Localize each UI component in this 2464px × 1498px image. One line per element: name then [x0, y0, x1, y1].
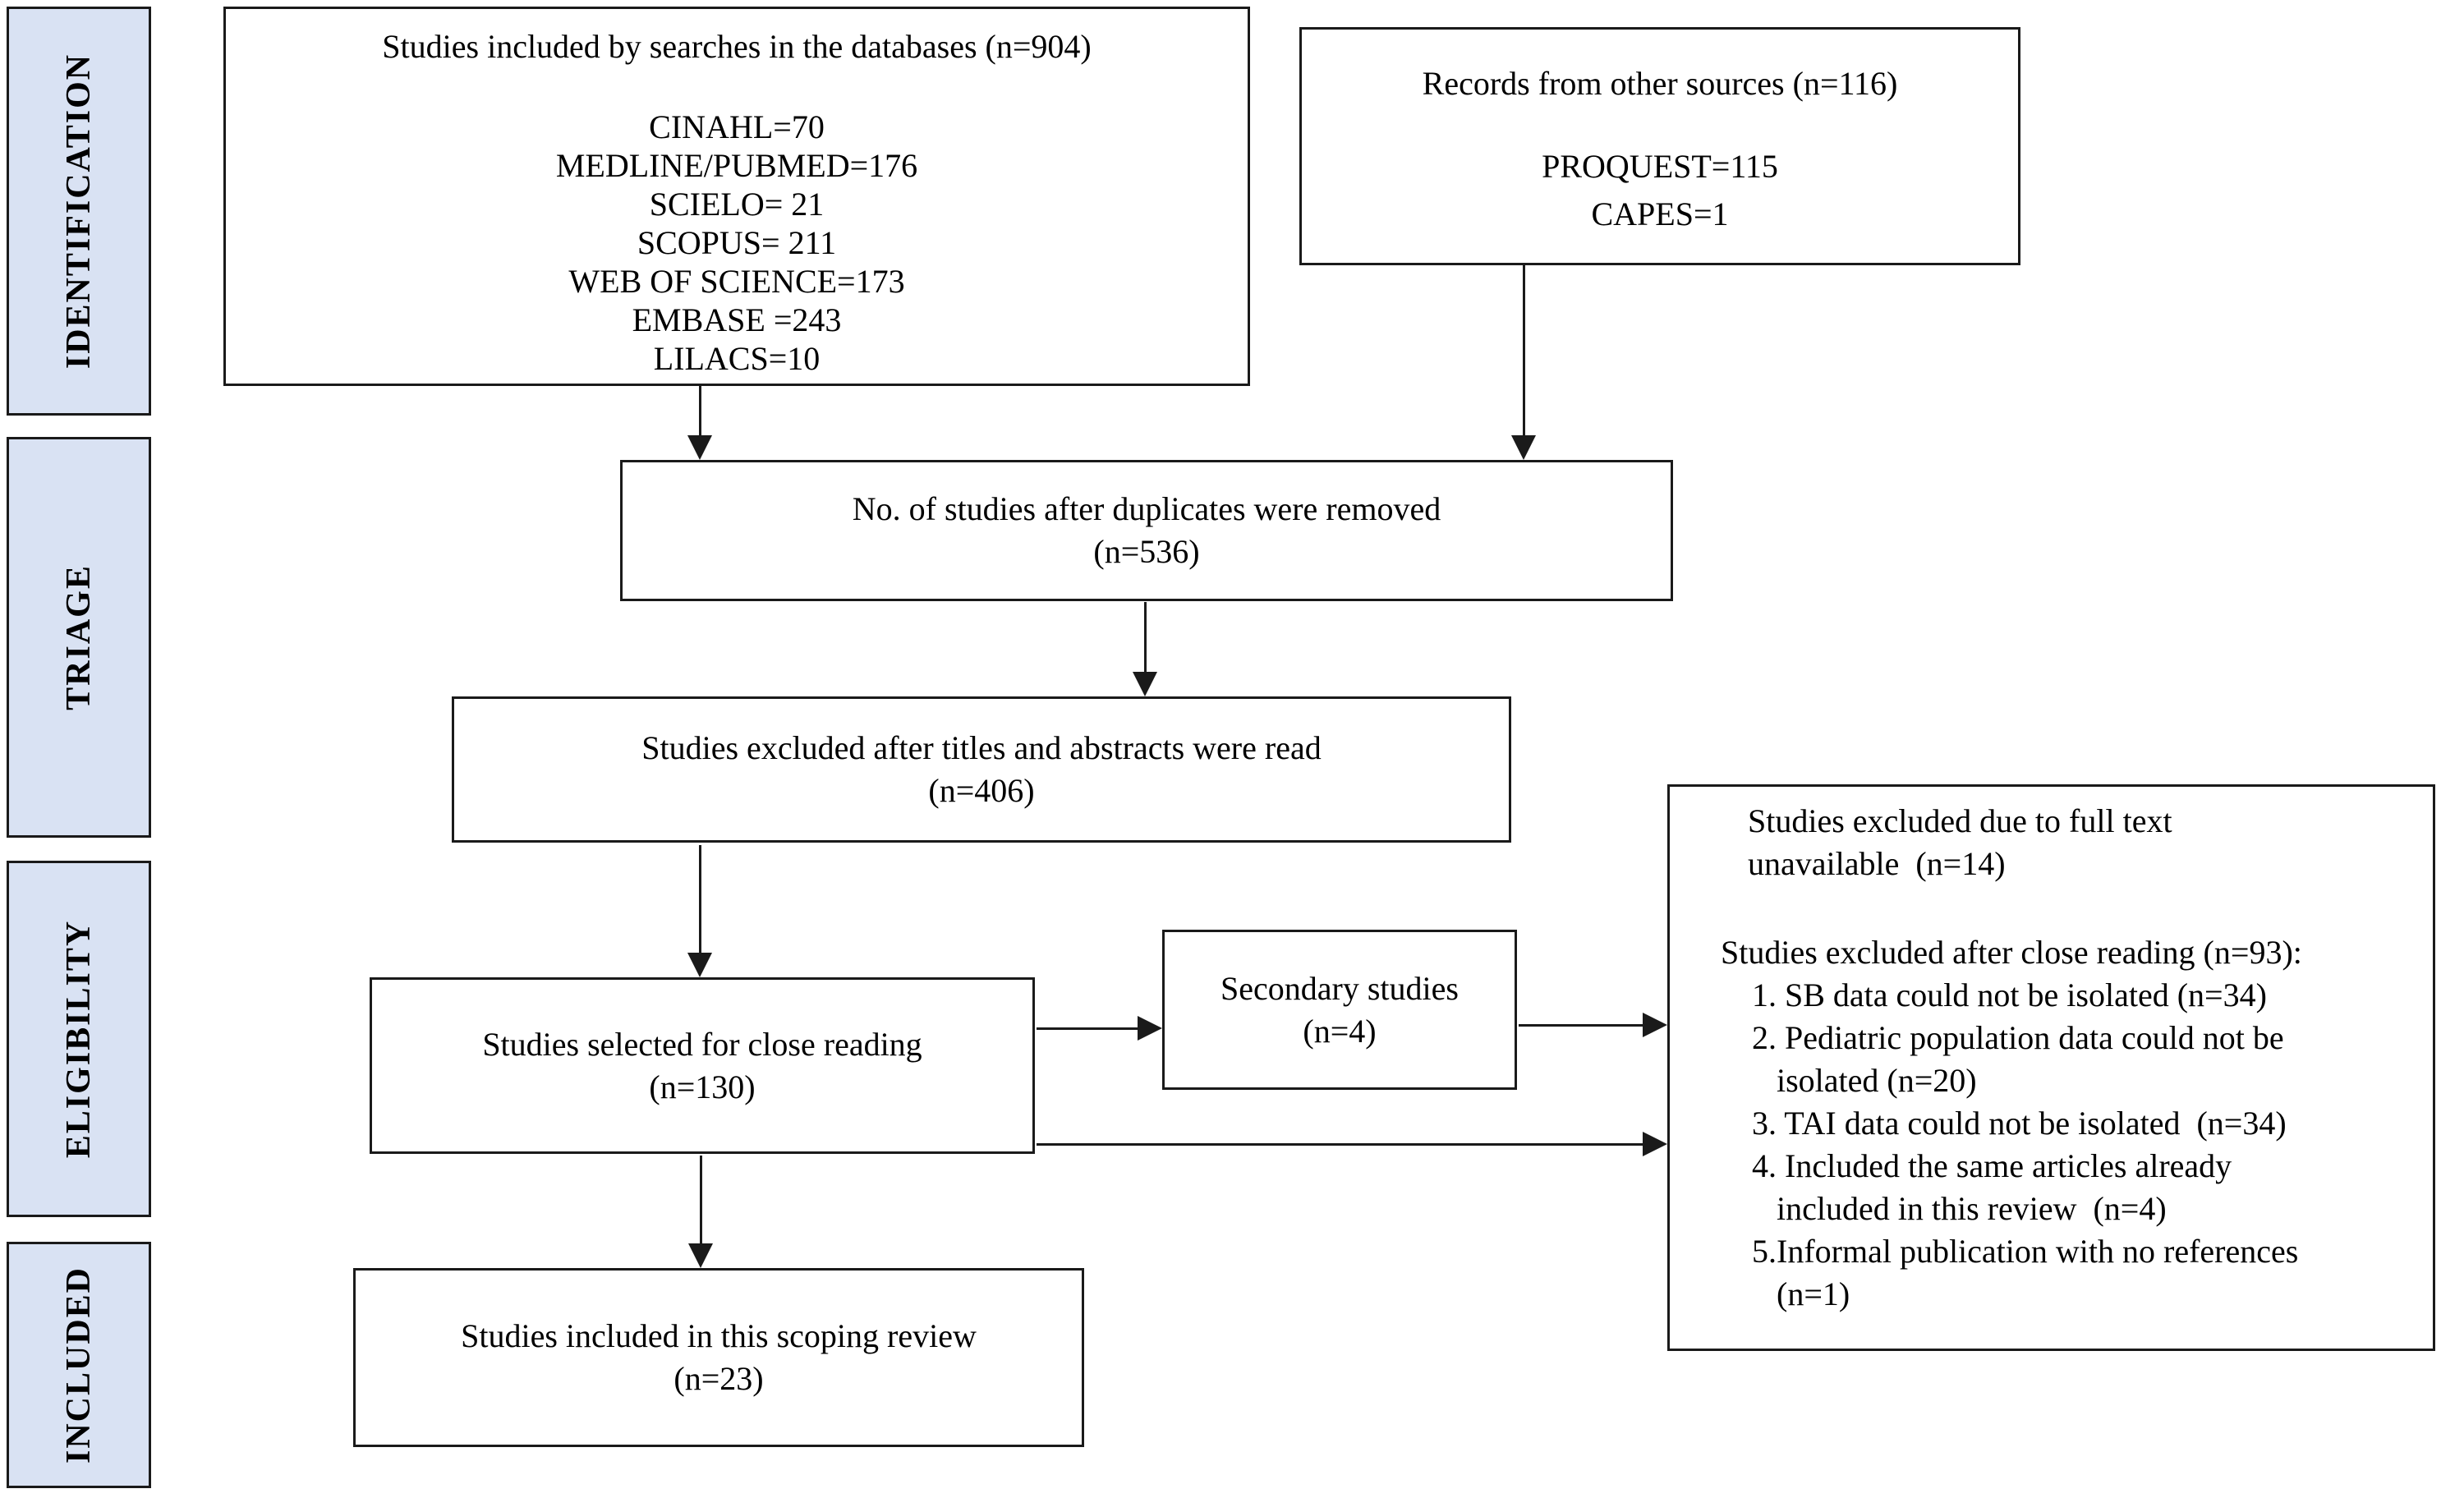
connector-close-reading-to-exclusions [1037, 1143, 1644, 1146]
secondary-line1: Secondary studies [1221, 969, 1459, 1007]
arrow-down-icon [1511, 435, 1536, 460]
flow-box-exclusion-reasons: Studies excluded due to full text unavai… [1667, 784, 2435, 1351]
databases-line-embase: EMBASE =243 [632, 301, 842, 338]
arrow-right-icon [1643, 1132, 1667, 1156]
stage-box-identification: IDENTIFICATION [7, 7, 151, 416]
exclusion-item-4: 4. Included the same articles already [1752, 1147, 2232, 1184]
exclusion-item-4-cont: included in this review (n=4) [1777, 1190, 2167, 1227]
stage-label-eligibility: ELIGIBILITY [60, 919, 99, 1159]
arrow-right-icon [1138, 1016, 1162, 1041]
stage-label-included: INCLUDED [60, 1266, 98, 1464]
databases-line-wos: WEB OF SCIENCE=173 [568, 263, 905, 300]
arrow-right-icon [1643, 1013, 1667, 1037]
connector-close-reading-to-included [700, 1156, 702, 1245]
exclusion-item-5: 5.Informal publication with no reference… [1752, 1233, 2299, 1270]
other-sources-line-capes: CAPES=1 [1591, 195, 1729, 232]
secondary-count: (n=4) [1303, 1012, 1377, 1050]
exclusion-item-2: 2. Pediatric population data could not b… [1752, 1019, 2284, 1056]
close-reading-line1: Studies selected for close reading [482, 1025, 922, 1063]
other-sources-title: Records from other sources (n=116) [1422, 65, 1898, 102]
exclusion-item-1: 1. SB data could not be isolated (n=34) [1752, 976, 2267, 1013]
connector-secondary-to-exclusions [1519, 1024, 1644, 1027]
databases-line-lilacs: LILACS=10 [653, 340, 821, 377]
databases-list: CINAHL=70 MEDLINE/PUBMED=176 SCIELO= 21 … [226, 108, 1248, 378]
arrow-down-icon [687, 435, 712, 460]
exclusion-fulltext-line1: Studies excluded due to full text [1748, 802, 2172, 839]
connector-titles-to-close-reading [699, 845, 701, 954]
databases-line-medline: MEDLINE/PUBMED=176 [555, 147, 918, 184]
flow-box-databases: Studies included by searches in the data… [223, 7, 1250, 386]
stage-box-included: INCLUDED [7, 1242, 151, 1488]
databases-line-cinahl: CINAHL=70 [649, 108, 825, 145]
flow-box-included-review: Studies included in this scoping review … [353, 1268, 1084, 1447]
title-abstract-count: (n=406) [928, 772, 1035, 809]
exclusion-item-2-cont: isolated (n=20) [1777, 1062, 1977, 1099]
databases-line-scielo: SCIELO= 21 [649, 186, 825, 223]
arrow-down-icon [687, 953, 712, 977]
other-sources-list: PROQUEST=115 CAPES=1 [1302, 143, 2018, 238]
databases-title: Studies included by searches in the data… [382, 28, 1092, 65]
close-reading-count: (n=130) [649, 1068, 756, 1105]
arrow-down-icon [688, 1243, 713, 1268]
connector-databases-to-duplicates [699, 386, 701, 437]
flow-box-duplicates-removed: No. of studies after duplicates were rem… [620, 460, 1673, 601]
exclusion-fulltext-line2: unavailable (n=14) [1748, 845, 2006, 882]
included-count: (n=23) [673, 1360, 764, 1397]
exclusion-reasons-list: 1. SB data could not be isolated (n=34) … [1670, 974, 2433, 1316]
title-abstract-line1: Studies excluded after titles and abstra… [641, 729, 1322, 766]
duplicates-count: (n=536) [1093, 533, 1200, 570]
connector-close-reading-to-secondary [1037, 1027, 1139, 1030]
flow-box-other-sources: Records from other sources (n=116) PROQU… [1299, 27, 2020, 265]
duplicates-line1: No. of studies after duplicates were rem… [852, 490, 1441, 527]
flow-box-title-abstract-excluded: Studies excluded after titles and abstra… [452, 696, 1511, 843]
exclusion-fulltext-paragraph: Studies excluded due to full text unavai… [1748, 800, 2433, 885]
connector-sources-to-duplicates [1523, 264, 1525, 437]
stage-box-triage: TRIAGE [7, 437, 151, 838]
exclusion-item-5-cont: (n=1) [1777, 1275, 1850, 1312]
exclusion-item-3: 3. TAI data could not be isolated (n=34) [1752, 1105, 2287, 1142]
connector-duplicates-to-titles [1144, 602, 1147, 673]
arrow-down-icon [1133, 672, 1157, 696]
stage-label-identification: IDENTIFICATION [60, 53, 99, 370]
stage-box-eligibility: ELIGIBILITY [7, 861, 151, 1217]
other-sources-line-proquest: PROQUEST=115 [1542, 148, 1778, 185]
flow-box-secondary-studies: Secondary studies (n=4) [1162, 930, 1517, 1090]
databases-line-scopus: SCOPUS= 211 [637, 224, 837, 261]
flow-box-close-reading: Studies selected for close reading (n=13… [370, 977, 1035, 1154]
exclusion-close-reading-heading: Studies excluded after close reading (n=… [1721, 934, 2302, 971]
included-line1: Studies included in this scoping review [461, 1317, 977, 1354]
stage-label-triage: TRIAGE [60, 564, 99, 710]
